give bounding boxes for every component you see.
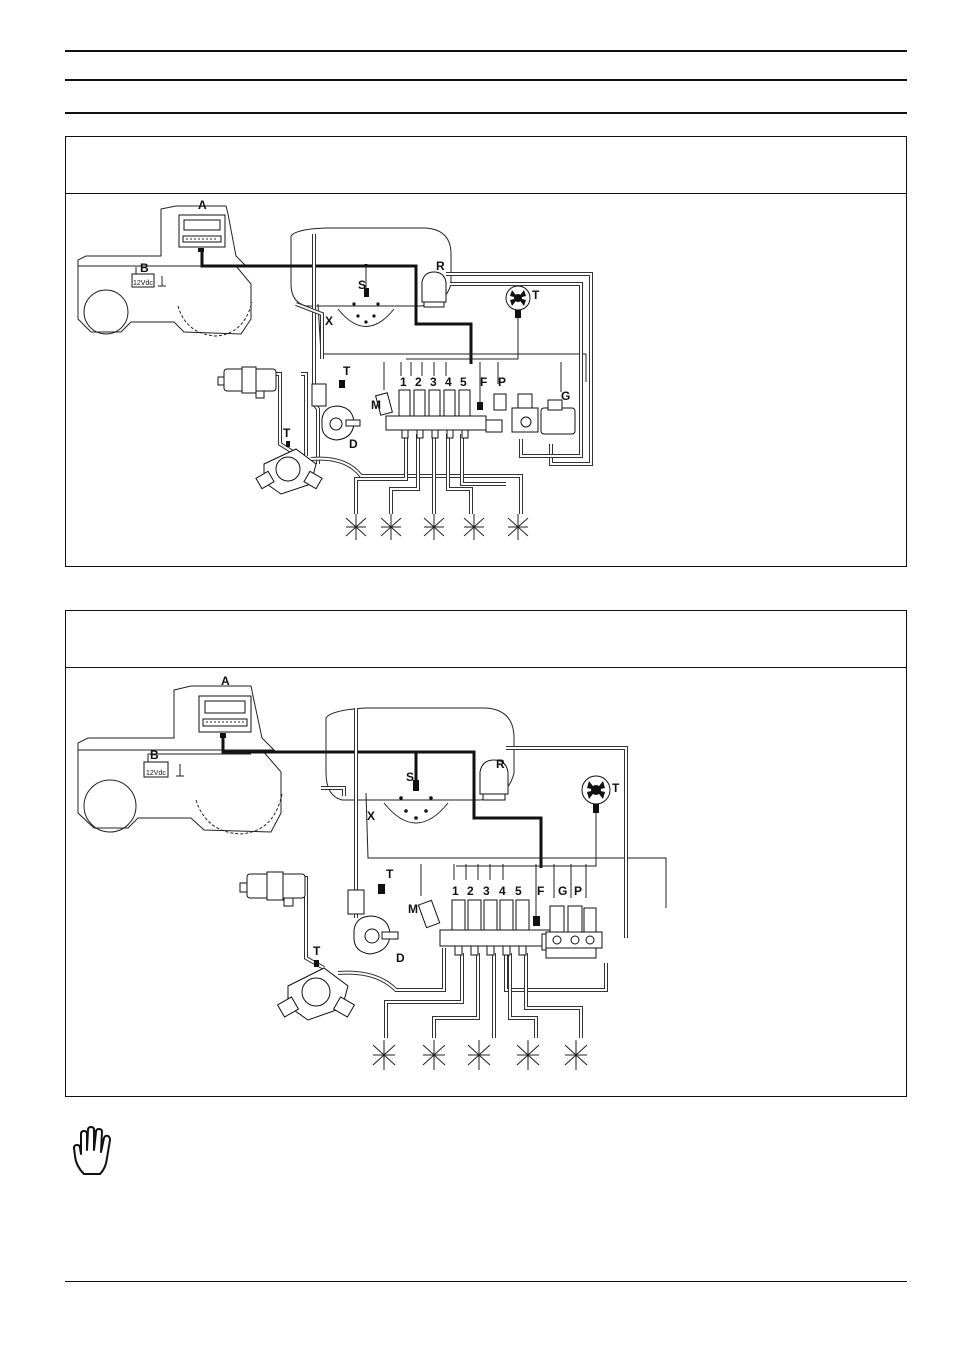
label-return-valve: R xyxy=(436,259,445,273)
sprayer-diagram-1: A B 12Vdc S R xyxy=(77,198,593,540)
label-pump-sensor: T xyxy=(313,944,321,958)
label-section-3: 3 xyxy=(483,884,490,898)
flowmeter xyxy=(477,402,503,433)
label-battery: B xyxy=(150,748,159,762)
label-section-5: 5 xyxy=(515,884,522,898)
label-battery: B xyxy=(140,261,149,275)
header-rule-top xyxy=(65,50,907,52)
boom-nozzles xyxy=(345,514,529,540)
pressure-sensor xyxy=(493,393,507,411)
battery xyxy=(131,267,166,288)
drain-valve xyxy=(311,383,361,441)
label-section-2: 2 xyxy=(415,375,422,389)
label-section-5: 5 xyxy=(460,375,467,389)
regulating-valve xyxy=(511,393,539,433)
label-motor-valve: M xyxy=(408,902,418,916)
return-valve xyxy=(479,759,509,801)
battery xyxy=(143,753,251,778)
label-section-3: 3 xyxy=(430,375,437,389)
label-computer: A xyxy=(198,198,207,212)
section-valves xyxy=(385,389,487,439)
label-tank-pressure: T xyxy=(612,781,620,795)
label-pressure-sensor: P xyxy=(574,884,582,898)
motor-valve xyxy=(375,392,393,416)
pressure-transmitter xyxy=(581,775,611,813)
label-tank-vent: X xyxy=(367,809,375,823)
label-flowmeter: F xyxy=(537,884,544,898)
label-drain: D xyxy=(396,951,405,965)
label-section-4: 4 xyxy=(499,884,506,898)
main-cable xyxy=(200,252,473,364)
computer-console xyxy=(198,695,252,738)
header-rule-middle xyxy=(65,79,907,81)
header-rule-bottom xyxy=(65,112,907,114)
label-tank-pressure: T xyxy=(532,288,540,302)
tank xyxy=(325,707,515,824)
label-pump-sensor-2: T xyxy=(386,867,394,881)
tractor xyxy=(77,685,283,835)
pump xyxy=(255,441,323,495)
drain-valve xyxy=(347,889,399,955)
label-general-valve: G xyxy=(558,884,567,898)
footer-rule xyxy=(65,1281,907,1282)
label-pump-sensor-2: T xyxy=(343,364,351,378)
diagram-panel-1-header xyxy=(66,137,906,194)
label-pressure-sensor: P xyxy=(498,375,506,389)
motor-valve xyxy=(417,899,441,929)
label-computer: A xyxy=(221,674,230,688)
tractor xyxy=(77,205,253,337)
label-tank-sensor: S xyxy=(406,770,414,784)
label-section-1: 1 xyxy=(452,884,459,898)
pressure-transmitter xyxy=(505,285,531,318)
pressure-sensor xyxy=(583,907,597,945)
label-section-2: 2 xyxy=(467,884,474,898)
section-valves xyxy=(439,899,551,956)
label-motor-valve: M xyxy=(371,398,381,412)
label-tank-vent: X xyxy=(325,314,333,328)
strainer xyxy=(217,366,277,399)
computer-console xyxy=(178,214,226,252)
sprayer-diagram-2: A B 12Vdc S R xyxy=(77,674,667,1070)
label-tank-sensor: S xyxy=(358,278,366,292)
label-section-4: 4 xyxy=(445,375,452,389)
return-valve xyxy=(421,271,447,308)
main-cable xyxy=(221,738,543,868)
label-battery-voltage: 12Vdc xyxy=(146,770,166,777)
label-drain: D xyxy=(349,437,358,451)
diagram-panel-2-header xyxy=(66,611,906,668)
label-section-1: 1 xyxy=(400,375,407,389)
pump xyxy=(276,960,356,1021)
label-flowmeter: F xyxy=(480,375,487,389)
strainer xyxy=(239,871,306,907)
general-valve xyxy=(540,399,576,435)
diagram-panel-2: A B 12Vdc S R xyxy=(65,610,907,1097)
diagram-panel-1: A B 12Vdc S R xyxy=(65,136,907,567)
boom-nozzles xyxy=(372,1040,588,1070)
label-pump-sensor: T xyxy=(283,426,291,440)
label-return-valve: R xyxy=(496,757,505,771)
hand-icon xyxy=(73,1126,111,1175)
label-general-valve: G xyxy=(561,389,570,403)
label-battery-voltage: 12Vdc xyxy=(133,280,153,287)
